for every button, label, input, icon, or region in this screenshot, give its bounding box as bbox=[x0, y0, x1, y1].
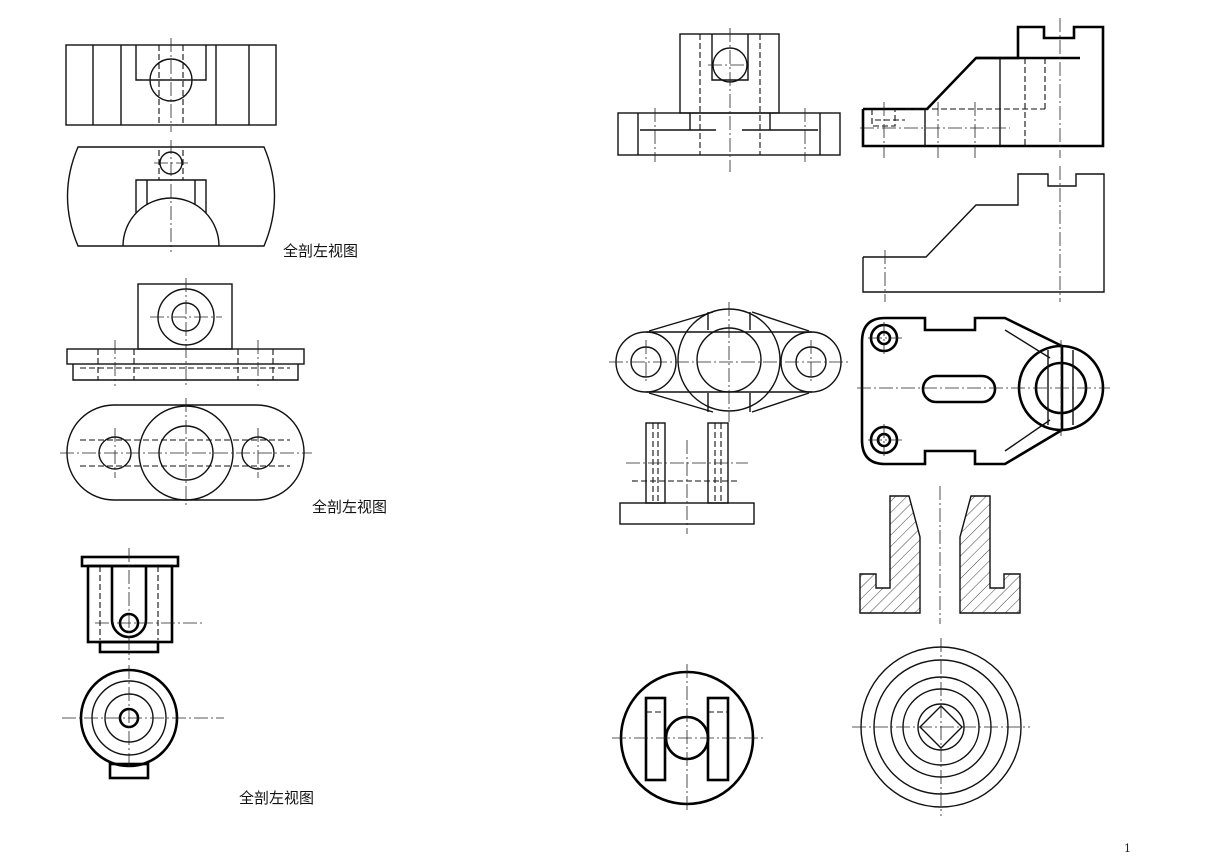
exercise-2-label: 全剖左视图 bbox=[312, 498, 388, 516]
exercise-6-front-view bbox=[619, 422, 755, 534]
exercise-2-top-view bbox=[60, 398, 312, 508]
exercise-3-top-view bbox=[62, 665, 224, 780]
exercise-4-front-view bbox=[617, 28, 841, 172]
exercise-3-label: 全剖左视图 bbox=[239, 789, 315, 807]
exercise-1-top-view bbox=[66, 140, 276, 252]
exercise-3-front-view bbox=[80, 548, 205, 660]
exercise-9-view bbox=[852, 638, 1030, 816]
exercise-1-front-view bbox=[65, 38, 277, 132]
exercise-8-view bbox=[612, 664, 764, 812]
exercise-6-top-view bbox=[609, 302, 848, 422]
page-number: 1 bbox=[1124, 842, 1131, 855]
exercise-5-front-view bbox=[860, 18, 1105, 158]
exercise-7-front-view-section bbox=[859, 486, 1021, 624]
exercise-5-top-view bbox=[862, 166, 1105, 302]
exercise-1-label: 全剖左视图 bbox=[283, 242, 359, 260]
exercise-7-top-view bbox=[857, 316, 1110, 466]
exercise-2-front-view bbox=[66, 278, 305, 386]
